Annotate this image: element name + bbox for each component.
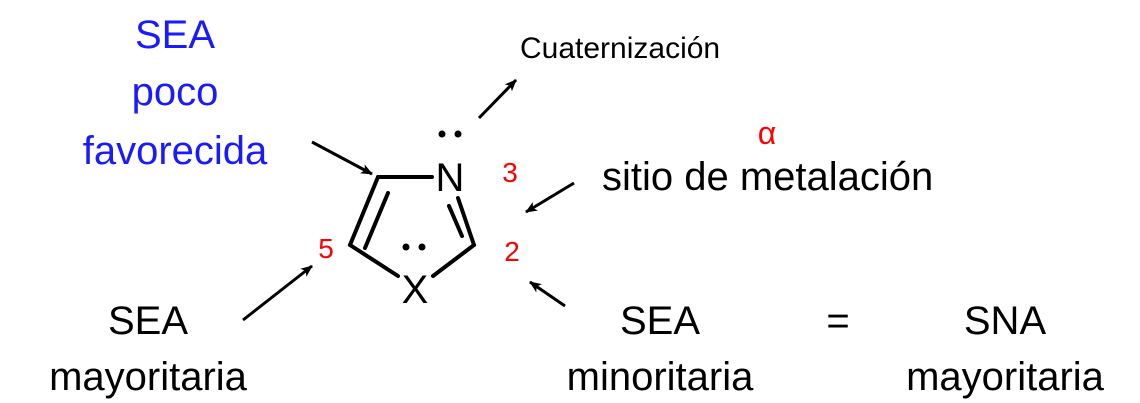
arrows (242, 78, 575, 322)
equals-sign: = (826, 299, 849, 343)
sea-poco-line3: favorecida (83, 129, 268, 173)
sea-poco-line1: SEA (135, 13, 215, 57)
arrow-cuaternizacion (477, 78, 518, 120)
arrow-sea-mayoritaria (242, 264, 313, 322)
atom-n: N (436, 156, 465, 200)
x-lone-pair (402, 243, 426, 251)
arrow-sea-minoritaria (529, 280, 566, 308)
arrow-sea-poco (311, 140, 373, 176)
sea-minoritaria-line2: minoritaria (567, 355, 754, 399)
n-lone-pair (438, 130, 462, 138)
metalacion-label: sitio de metalación (602, 155, 933, 199)
position-3: 3 (502, 157, 518, 188)
sea-mayoritaria-line2: mayoritaria (49, 355, 248, 399)
sea-poco-line2: poco (132, 70, 219, 114)
ring-bonds (348, 175, 476, 278)
sna-line1: SNA (964, 299, 1047, 343)
position-2: 2 (504, 236, 520, 267)
position-5: 5 (318, 233, 334, 264)
alpha-symbol: α (758, 115, 777, 151)
sna-line2: mayoritaria (906, 355, 1105, 399)
cuaternizacion-label: Cuaternización (520, 32, 720, 65)
arrow-metalacion (525, 181, 575, 214)
sea-mayoritaria-line1: SEA (108, 299, 188, 343)
atom-x: X (402, 268, 429, 312)
sea-minoritaria-line1: SEA (620, 299, 700, 343)
